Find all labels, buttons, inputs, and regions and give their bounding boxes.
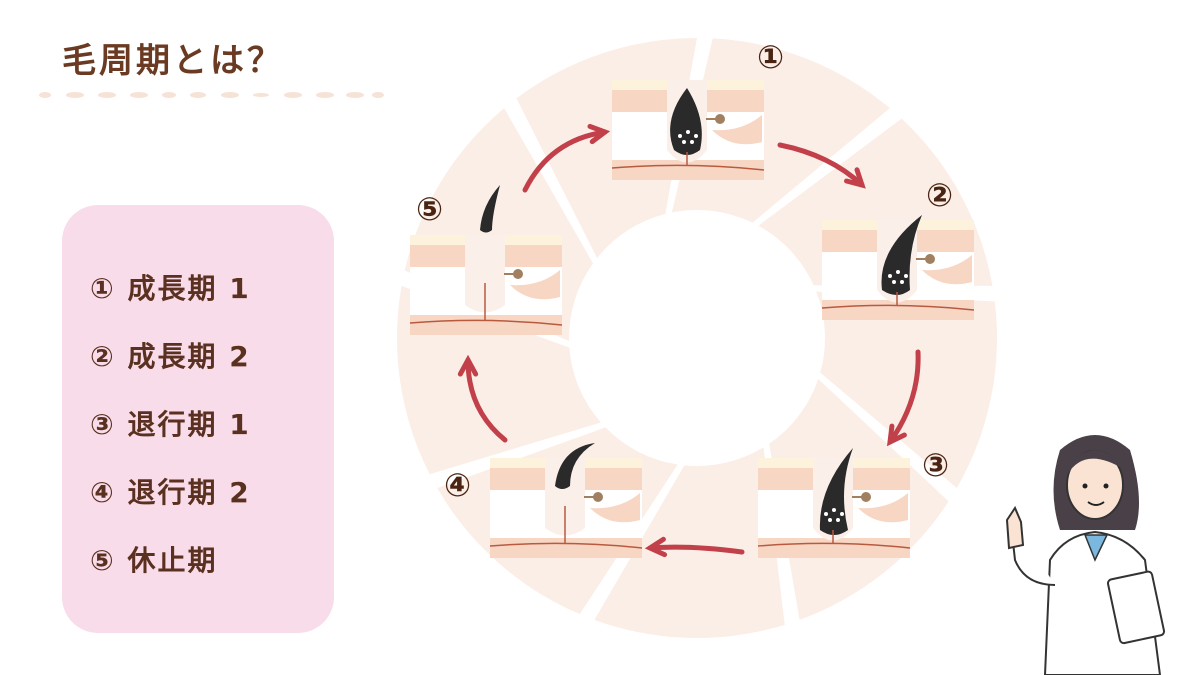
stage-list-panel: ① 成長期 1 ② 成長期 2 ③ 退行期 1 ④ 退行期 2 ⑤ 休止期 (62, 205, 334, 633)
cycle-arrow (887, 349, 921, 445)
stage-list-item: ② 成長期 2 (90, 340, 251, 373)
arrow-head (457, 354, 479, 377)
doctor-illustration (1005, 435, 1166, 675)
arrow-head (844, 167, 866, 189)
hair-stage-1-illustration (611, 80, 765, 180)
cycle-arrow (647, 544, 745, 555)
ring-segment (816, 291, 997, 488)
hair-stage-4-illustration (489, 443, 643, 558)
stage-list-item: ③ 退行期 1 (90, 408, 251, 441)
arrow-head (587, 123, 611, 145)
stage-list-item: ① 成長期 1 (90, 272, 251, 305)
stage-number-2: ② (926, 176, 954, 214)
cycle-arrow (522, 129, 608, 193)
stage-number-5: ⑤ (416, 190, 444, 228)
stage-list-item: ⑤ 休止期 (90, 544, 218, 577)
cycle-arrow (777, 142, 865, 188)
page-title: 毛周期とは？ (62, 41, 284, 81)
stage-list-item: ④ 退行期 2 (90, 476, 251, 509)
stage-number-1: ① (757, 38, 785, 76)
stage-number-4: ④ (444, 466, 472, 504)
arrow-head (886, 423, 907, 447)
ring-segment (594, 447, 785, 638)
dotted-divider (39, 92, 384, 98)
hair-stage-2-illustration (821, 215, 975, 320)
hair-stage-3-illustration (757, 448, 911, 558)
hair-stage-5-illustration (409, 185, 563, 335)
cycle-arrow (465, 357, 508, 443)
stage-number-3: ③ (922, 446, 950, 484)
arrow-head (644, 536, 668, 558)
